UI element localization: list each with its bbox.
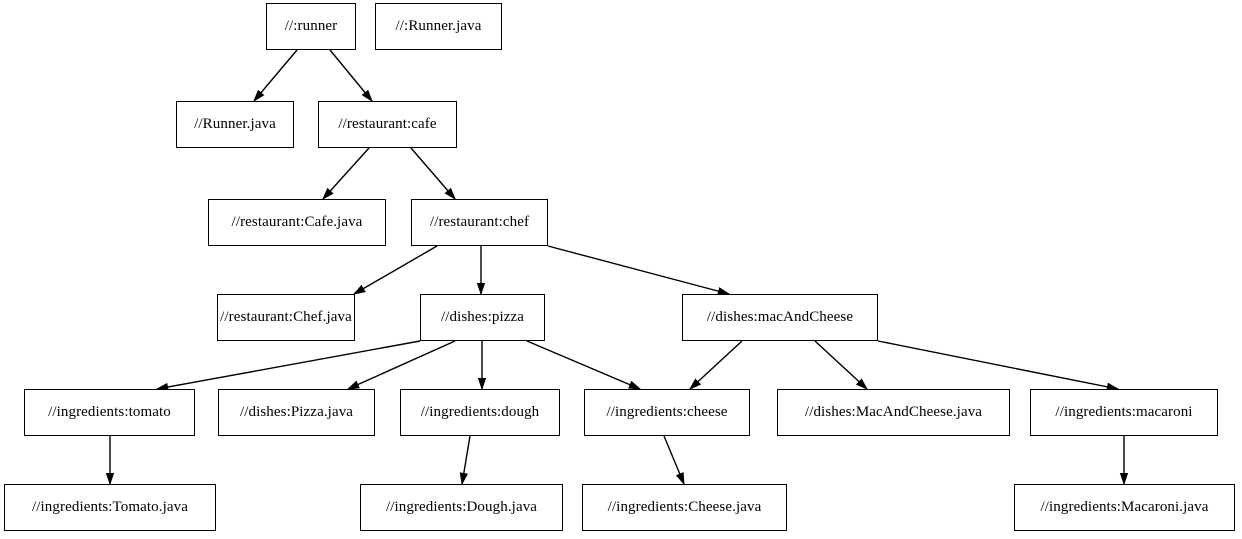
graph-node-label: //restaurant:Cafe.java bbox=[231, 214, 363, 230]
graph-node-runner-java-root[interactable]: //:Runner.java bbox=[375, 3, 502, 50]
graph-node-label: //dishes:Pizza.java bbox=[239, 404, 354, 420]
graph-node-ingredients-macaroni-java[interactable]: //ingredients:Macaroni.java bbox=[1014, 484, 1235, 531]
graph-node-dishes-mac-java[interactable]: //dishes:MacAndCheese.java bbox=[777, 389, 1010, 436]
graph-node-ingredients-dough[interactable]: //ingredients:dough bbox=[400, 389, 560, 436]
graph-node-label: //ingredients:macaroni bbox=[1055, 404, 1193, 420]
graph-node-label: //dishes:macAndCheese bbox=[706, 309, 854, 325]
graph-node-label: //ingredients:dough bbox=[420, 404, 540, 420]
graph-node-label: //dishes:pizza bbox=[440, 309, 525, 325]
graph-node-dishes-macandcheese[interactable]: //dishes:macAndCheese bbox=[682, 294, 878, 341]
graph-node-runner-java[interactable]: //Runner.java bbox=[176, 101, 294, 148]
graph-node-ingredients-tomato-java[interactable]: //ingredients:Tomato.java bbox=[4, 484, 216, 531]
graph-node-restaurant-chef[interactable]: //restaurant:chef bbox=[411, 199, 548, 246]
graph-node-restaurant-cafe-java[interactable]: //restaurant:Cafe.java bbox=[208, 199, 386, 246]
graph-node-label: //Runner.java bbox=[194, 116, 276, 132]
graph-node-dishes-pizza[interactable]: //dishes:pizza bbox=[420, 294, 545, 341]
graph-node-label: //ingredients:Cheese.java bbox=[607, 499, 762, 515]
graph-node-restaurant-chef-java[interactable]: //restaurant:Chef.java bbox=[217, 294, 355, 341]
graph-node-label: //ingredients:cheese bbox=[606, 404, 728, 420]
graph-node-label: //:Runner.java bbox=[395, 18, 482, 34]
graph-node-label: //ingredients:tomato bbox=[48, 404, 171, 420]
graph-node-label: //:runner bbox=[284, 18, 338, 34]
graph-node-label: //restaurant:cafe bbox=[338, 116, 437, 132]
graph-node-ingredients-cheese-java[interactable]: //ingredients:Cheese.java bbox=[582, 484, 787, 531]
graph-node-ingredients-dough-java[interactable]: //ingredients:Dough.java bbox=[360, 484, 563, 531]
graph-node-label: //ingredients:Dough.java bbox=[385, 499, 538, 515]
graph-node-label: //dishes:MacAndCheese.java bbox=[804, 404, 983, 420]
graph-node-label: //ingredients:Tomato.java bbox=[32, 499, 188, 515]
graph-node-label: //restaurant:Chef.java bbox=[220, 309, 352, 325]
graph-node-dishes-pizza-java[interactable]: //dishes:Pizza.java bbox=[218, 389, 375, 436]
graph-node-ingredients-tomato[interactable]: //ingredients:tomato bbox=[24, 389, 195, 436]
graph-node-label: //ingredients:Macaroni.java bbox=[1040, 499, 1209, 515]
graph-node-label: //restaurant:chef bbox=[429, 214, 530, 230]
graph-node-runner[interactable]: //:runner bbox=[266, 3, 356, 50]
graph-node-restaurant-cafe[interactable]: //restaurant:cafe bbox=[318, 101, 457, 148]
graph-node-ingredients-macaroni[interactable]: //ingredients:macaroni bbox=[1030, 389, 1218, 436]
graph-node-ingredients-cheese[interactable]: //ingredients:cheese bbox=[584, 389, 750, 436]
